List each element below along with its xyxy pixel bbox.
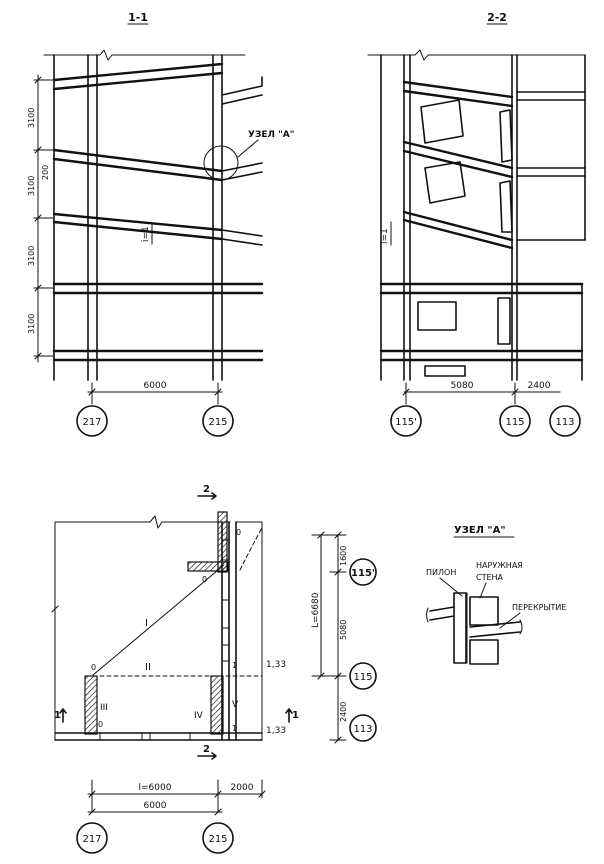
label-line-i: I (145, 618, 148, 629)
node-val-0-d: 0 (98, 720, 103, 729)
dim-2400: 2400 (339, 702, 348, 722)
span-dim-5080-top: 5080 (451, 381, 474, 391)
section-title-1-1: 1-1 (128, 11, 148, 24)
axis-bubble-217-top: 217 (82, 417, 101, 428)
label-line-iv: IV (194, 711, 204, 721)
node-val-1-b: 1 (232, 724, 237, 733)
dim-1600: 1600 (339, 546, 348, 566)
slope-label-1: i=1 (141, 226, 151, 242)
cut-mark-left: 1 (54, 710, 61, 721)
level-dim-1: 3100 (27, 108, 36, 128)
axis-bubble-215-bottom: 215 (208, 834, 227, 845)
label-slab: ПЕРЕКРЫТИЕ (512, 603, 566, 612)
node-val-0-b: 0 (202, 575, 207, 584)
span-dim-6000: 6000 (144, 381, 167, 391)
cut-mark-right: 1 (292, 710, 299, 721)
axis-bubble-115-plan: 115 (353, 672, 372, 683)
node-val-133-a: 1,33 (266, 660, 286, 670)
dim-l-6680: L=6680 (311, 592, 321, 628)
label-line-ii: II (145, 662, 151, 673)
node-a-marker (203, 145, 239, 181)
offset-dim: 200 (41, 165, 50, 180)
label-line-v: V (232, 700, 239, 710)
node-a-label: УЗЕЛ "А" (248, 130, 294, 140)
level-dim-3: 3100 (27, 246, 36, 266)
node-val-1-a: 1 (232, 661, 237, 670)
level-dim-4: 3100 (27, 314, 36, 334)
axis-bubble-113-plan: 113 (353, 724, 372, 735)
section-title-2-2: 2-2 (487, 11, 507, 24)
axis-bubble-113-top: 113 (555, 417, 574, 428)
level-dim-2: 3100 (27, 176, 36, 196)
node-a-detail: УЗЕЛ "А" ПИЛОН НАРУЖНАЯ СТЕНА ПЕРЕКРЫТИЕ (426, 525, 566, 665)
label-line-iii: III (100, 703, 108, 713)
line-i (92, 564, 225, 676)
section-1-1: УЗЕЛ "А" i=1 3100 3100 3100 3100 200 (27, 49, 294, 437)
node-val-0-a: 0 (236, 528, 241, 537)
label-pylon: ПИЛОН (426, 568, 456, 577)
dim-6000-bottom: 6000 (144, 801, 167, 811)
plan-view: 2 2 1 1 (51, 484, 377, 854)
dim-5080: 5080 (339, 620, 348, 640)
section-1-1-slabs (52, 62, 264, 362)
dim-2000: 2000 (231, 783, 254, 793)
level-dimensions: 3100 3100 3100 3100 200 (27, 74, 55, 363)
label-outer-wall: НАРУЖНАЯ (476, 561, 523, 570)
node-val-0-c: 0 (91, 663, 96, 672)
span-dim-2400-top: 2400 (528, 381, 551, 391)
axis-bubble-115prime-plan: 115' (351, 568, 375, 579)
axis-bubble-115prime-top: 115' (395, 417, 417, 428)
node-val-133-b: 1,33 (266, 726, 286, 736)
dim-l-6000: l=6000 (139, 783, 172, 793)
node-detail-title: УЗЕЛ "А" (454, 525, 506, 536)
section-2-2: i=1 5080 2400 115' 115 113 (367, 49, 586, 437)
cut-mark-bottom: 2 (203, 744, 210, 755)
axis-bubble-217-bottom: 217 (82, 834, 101, 845)
axis-bubble-115-top: 115 (505, 417, 524, 428)
axis-bubble-215-top: 215 (208, 417, 227, 428)
cut-mark-top: 2 (203, 484, 210, 495)
label-wall: СТЕНА (476, 573, 504, 582)
slope-label-2: i=1 (380, 228, 390, 244)
